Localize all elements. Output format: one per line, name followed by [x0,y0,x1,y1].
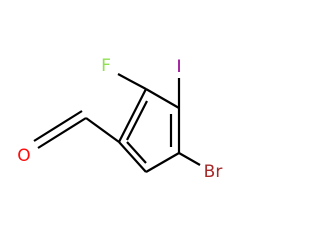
bond-c2-f [117,73,147,90]
atom-label-iodine: I [176,57,181,77]
bond-c7-o1 [37,117,87,149]
atom-label-layer: O F I Br [17,56,222,182]
bond-c5-c6-inner [126,141,147,164]
bond-c7-o1-second [33,110,83,142]
atom-label-oxygen: O [17,146,30,166]
bond-c4-c5 [145,152,180,173]
bond-c1-c2 [118,88,147,143]
structural-formula: O F I Br [17,56,222,182]
bond-c2-c3 [145,88,180,109]
atom-label-fluorine: F [101,56,111,76]
bond-layer [33,73,201,173]
bond-c1-c2-inner [126,100,148,141]
bond-c4-br [178,152,201,166]
bond-c1-c7 [85,117,120,143]
bond-c5-c6 [118,141,147,173]
atom-label-bromine: Br [204,162,223,182]
